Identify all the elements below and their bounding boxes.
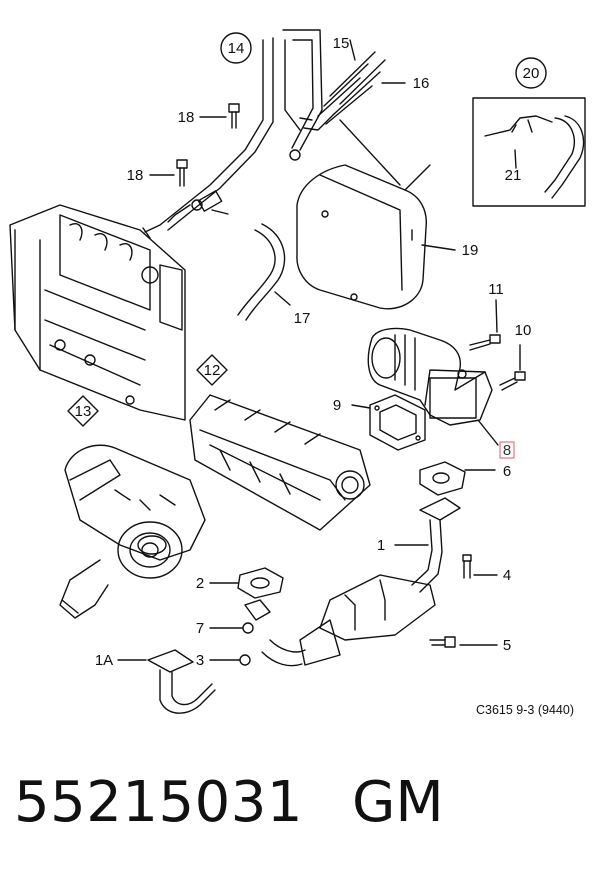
egr-cooler [244,574,436,667]
fitting-7 [209,622,254,634]
part-number: 55215031 [14,770,304,835]
highlight-box-8 [499,441,515,459]
gasket-2 [209,567,284,599]
bolt-11 [469,299,501,351]
callout-17: 17 [294,310,311,327]
callout-14: 14 [228,40,245,57]
pipe-21 [484,115,585,199]
bolt-4 [462,554,498,579]
engine-block [9,204,186,421]
callout-11: 11 [488,281,504,298]
callout-15: 15 [333,35,350,52]
callout-16: 16 [413,75,430,92]
bolt-10 [499,344,526,391]
callout-5: 5 [503,637,511,654]
pipe-assembly-14 [142,29,323,239]
callout-18-lower: 18 [127,167,144,184]
gasket-6 [419,461,496,496]
egr-valve-8 [367,327,499,446]
callout-labels: 14 15 16 20 18 18 21 19 17 11 10 12 9 13… [75,35,540,669]
callout-9: 9 [333,397,341,414]
callout-19: 19 [462,242,479,259]
callout-4: 4 [503,567,511,584]
callout-13: 13 [75,403,92,420]
pipe-1A [117,649,216,714]
inset-box-20 [472,97,586,207]
callout-3: 3 [196,652,204,669]
exploded-parts-diagram: 14 15 16 20 18 18 21 19 17 11 10 12 9 13… [9,29,586,714]
callout-diamond-12 [196,354,228,386]
callout-8: 8 [503,442,511,459]
bolt-18-lower [149,159,188,187]
callout-2: 2 [196,575,204,592]
callout-12: 12 [204,362,221,379]
callout-circle-14 [220,32,252,64]
callout-diamond-13 [67,395,99,427]
callout-7: 7 [196,620,204,637]
hose-17 [237,223,291,321]
callout-10: 10 [515,322,532,339]
bolt-5 [429,636,498,648]
bolt-18-upper [199,103,240,129]
heat-shield-19 [296,119,456,310]
hose-connectors-15-16 [299,39,406,131]
intake-manifold-12 [189,394,371,531]
callout-21: 21 [505,167,522,184]
callout-1A: 1A [95,652,113,669]
gasket-9 [351,394,426,451]
fitting-3 [209,654,251,666]
callout-6: 6 [503,463,511,480]
callout-circle-20 [515,57,547,89]
turbocharger-13 [59,444,206,619]
callout-20: 20 [523,65,540,82]
egr-pipe-1 [394,497,461,593]
brand-label: GM [352,770,444,835]
callout-1: 1 [377,537,385,554]
callout-18-upper: 18 [178,109,195,126]
figure-caption: C3615 9-3 (9440) [476,703,574,717]
